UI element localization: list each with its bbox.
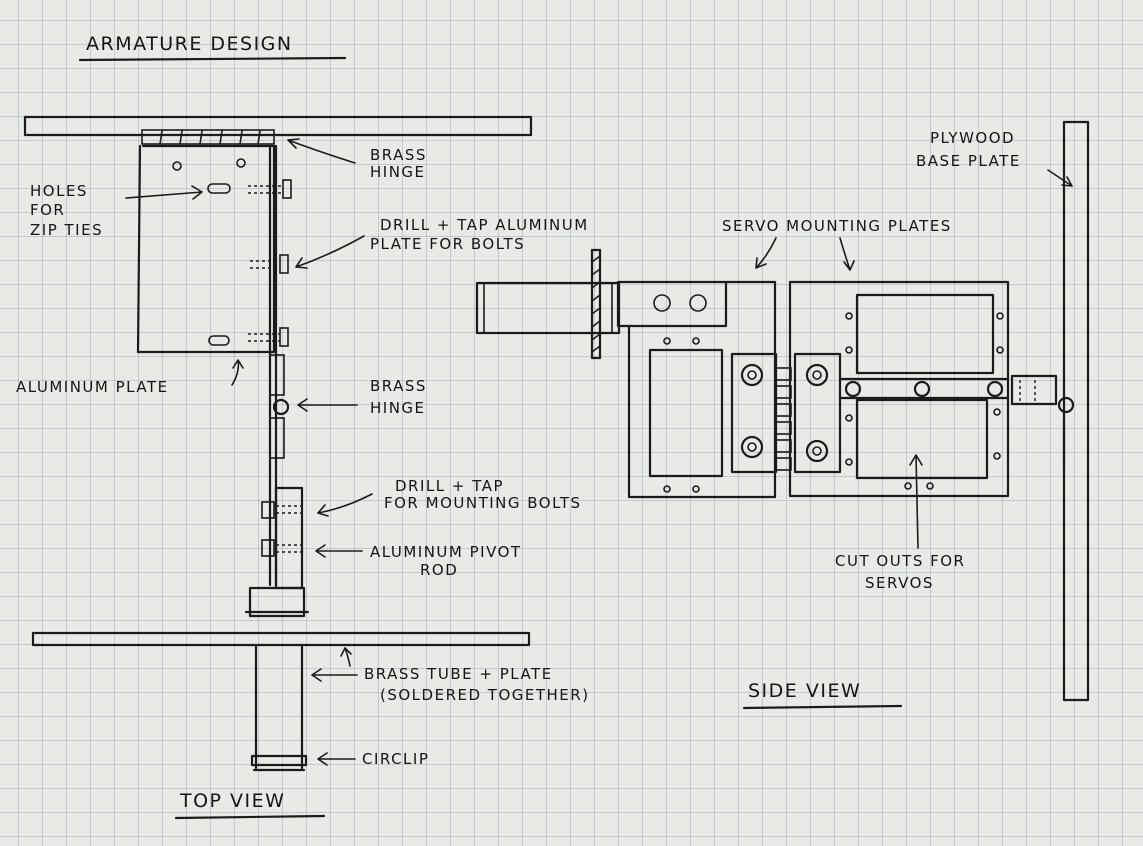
svg-text:HINGE: HINGE: [370, 399, 426, 417]
servo-cutout-upper: [855, 293, 995, 375]
svg-text:BRASS: BRASS: [370, 146, 427, 164]
label-circlip: CIRCLIP: [317, 750, 429, 768]
side-view-drawing: [475, 120, 1090, 702]
label-brass-hinge-mid: BRASS HINGE: [297, 377, 427, 417]
rod-bolt-plate: [616, 280, 728, 328]
svg-text:HOLES: HOLES: [30, 182, 88, 200]
svg-text:PLATE FOR BOLTS: PLATE FOR BOLTS: [370, 235, 525, 253]
label-servo-mounting-plates: SERVO MOUNTING PLATES: [722, 217, 952, 271]
zip-tie-hole: [236, 158, 246, 168]
title-underline: [78, 56, 347, 62]
side-hinge-left: [730, 352, 778, 474]
servo-cutout-left: [648, 348, 724, 478]
base-connector: [1010, 374, 1058, 406]
bolt-tab: [279, 254, 289, 274]
zip-tie-slot: [207, 183, 231, 194]
svg-text:CUT OUTS FOR: CUT OUTS FOR: [835, 552, 965, 570]
label-brass-tube-plate: BRASS TUBE + PLATE (SOLDERED TOGETHER): [311, 647, 590, 704]
label-drill-tap-plate: DRILL + TAP ALUMINUM PLATE FOR BOLTS: [295, 216, 589, 269]
top-view-underline: [174, 814, 326, 820]
svg-text:BRASS: BRASS: [370, 377, 427, 395]
svg-text:FOR MOUNTING BOLTS: FOR MOUNTING BOLTS: [384, 494, 582, 512]
svg-text:SERVOS: SERVOS: [865, 574, 934, 592]
mid-hinge-plate-lower: [269, 417, 285, 459]
zip-tie-hole: [172, 161, 182, 171]
label-plywood-base-plate: PLYWOOD BASE PLATE: [916, 129, 1073, 187]
brass-hinge-top-shape: [141, 129, 275, 145]
bottom-plywood-bar: [31, 631, 531, 647]
label-holes-for-zip-ties: HOLES FOR ZIP TIES: [30, 182, 203, 239]
aluminum-plate-shape: [136, 144, 276, 354]
label-aluminum-pivot-rod: ALUMINUM PIVOT ROD: [315, 543, 522, 579]
aluminum-pivot-rod-shape: [248, 586, 306, 618]
bolt-tab: [261, 539, 275, 557]
svg-text:FOR: FOR: [30, 201, 65, 219]
zip-tie-slot: [208, 335, 230, 346]
svg-text:ROD: ROD: [420, 561, 458, 579]
title: ARMATURE DESIGN: [86, 33, 293, 55]
svg-text:BASE PLATE: BASE PLATE: [916, 152, 1021, 170]
mounting-block: [274, 486, 304, 590]
svg-text:ALUMINUM PLATE: ALUMINUM PLATE: [16, 378, 169, 396]
side-view-underline: [742, 704, 903, 710]
svg-text:PLYWOOD: PLYWOOD: [930, 129, 1015, 147]
svg-text:CIRCLIP: CIRCLIP: [362, 750, 429, 768]
servo-mounting-plate-right: [788, 280, 1010, 498]
bolt-tab: [282, 179, 292, 199]
hinge-hatch: [159, 130, 261, 145]
brass-plate-section: [590, 248, 602, 360]
label-cut-outs-for-servos: CUT OUTS FOR SERVOS: [835, 454, 965, 592]
label-aluminum-plate: ALUMINUM PLATE: [16, 359, 244, 396]
circlip-shape: [250, 754, 308, 767]
servo-cutout-lower: [855, 398, 989, 480]
top-view-label: TOP VIEW: [179, 790, 285, 812]
svg-text:(SOLDERED TOGETHER): (SOLDERED TOGETHER): [380, 686, 590, 704]
brass-hinge-mid-shape: [272, 398, 290, 416]
side-view-label: SIDE VIEW: [748, 680, 861, 702]
top-plywood-bar: [23, 115, 533, 137]
label-brass-hinge-top: BRASS HINGE: [287, 138, 427, 181]
svg-text:DRILL + TAP: DRILL + TAP: [395, 477, 504, 495]
servo-mounting-plate-left: [627, 280, 777, 499]
svg-text:ZIP TIES: ZIP TIES: [30, 221, 103, 239]
bolt-tab: [279, 327, 289, 347]
bolt-tab: [261, 501, 275, 519]
svg-text:BRASS TUBE + PLATE: BRASS TUBE + PLATE: [364, 665, 553, 683]
side-rod: [475, 281, 621, 335]
svg-text:SERVO MOUNTING PLATES: SERVO MOUNTING PLATES: [722, 217, 952, 235]
svg-text:DRILL + TAP ALUMINUM: DRILL + TAP ALUMINUM: [380, 216, 589, 234]
mid-hinge-plate-upper: [269, 354, 285, 396]
side-hinge-right: [793, 352, 842, 474]
label-drill-tap-mount: DRILL + TAP FOR MOUNTING BOLTS: [317, 477, 582, 517]
svg-text:ALUMINUM PIVOT: ALUMINUM PIVOT: [370, 543, 522, 561]
top-view-drawing: [23, 115, 533, 772]
svg-text:HINGE: HINGE: [370, 163, 426, 181]
